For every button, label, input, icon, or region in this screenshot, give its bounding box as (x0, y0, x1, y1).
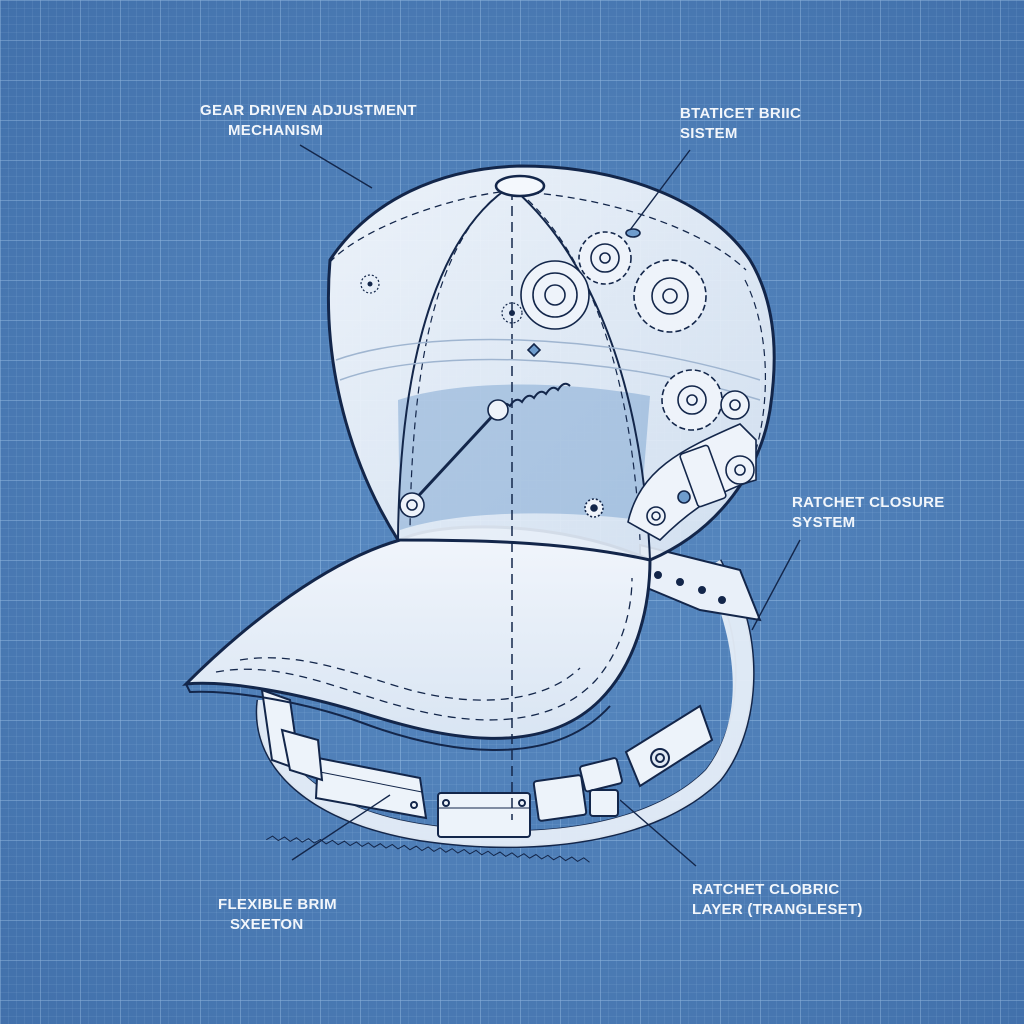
headband (255, 543, 762, 863)
callout-line: BTATICET BRIIC (680, 105, 802, 122)
callout-line: SYSTEM (792, 514, 856, 531)
leader-ratchet-top (629, 149, 691, 231)
leader-ratchet-closure (751, 539, 801, 631)
callout-gear-driven-adjustment: GEAR DRIVEN ADJUSTMENT MECHANISM (200, 101, 417, 141)
callout-ratchet-closure: RATCHET CLOSURE SYSTEM (792, 493, 945, 533)
leader-fabric (619, 799, 697, 867)
leader-gear (299, 144, 373, 189)
leader-lines (291, 144, 801, 867)
callout-line: RATCHET CLOBRIC (692, 881, 840, 898)
brim (182, 525, 652, 751)
leader-brim (291, 794, 391, 861)
callout-fabric-layer: RATCHET CLOBRIC LAYER (TRANGLESET) (692, 880, 863, 920)
callout-line: SISTEM (680, 125, 738, 142)
callout-line: LAYER (TRANGLESET) (692, 901, 863, 918)
callout-line: GEAR DRIVEN ADJUSTMENT (200, 102, 417, 119)
callout-line: FLEXIBLE BRIM (218, 896, 337, 913)
callout-line: MECHANISM (228, 122, 324, 139)
brim-skeleton-segments (260, 688, 714, 838)
gear-mechanism (399, 228, 757, 541)
callout-ratchet-top: BTATICET BRIIC SISTEM (680, 104, 801, 144)
callout-line: SXEETON (230, 916, 304, 933)
callout-flexible-brim: FLEXIBLE BRIM SXEETON (218, 895, 337, 935)
callout-line: RATCHET CLOSURE (792, 494, 945, 511)
